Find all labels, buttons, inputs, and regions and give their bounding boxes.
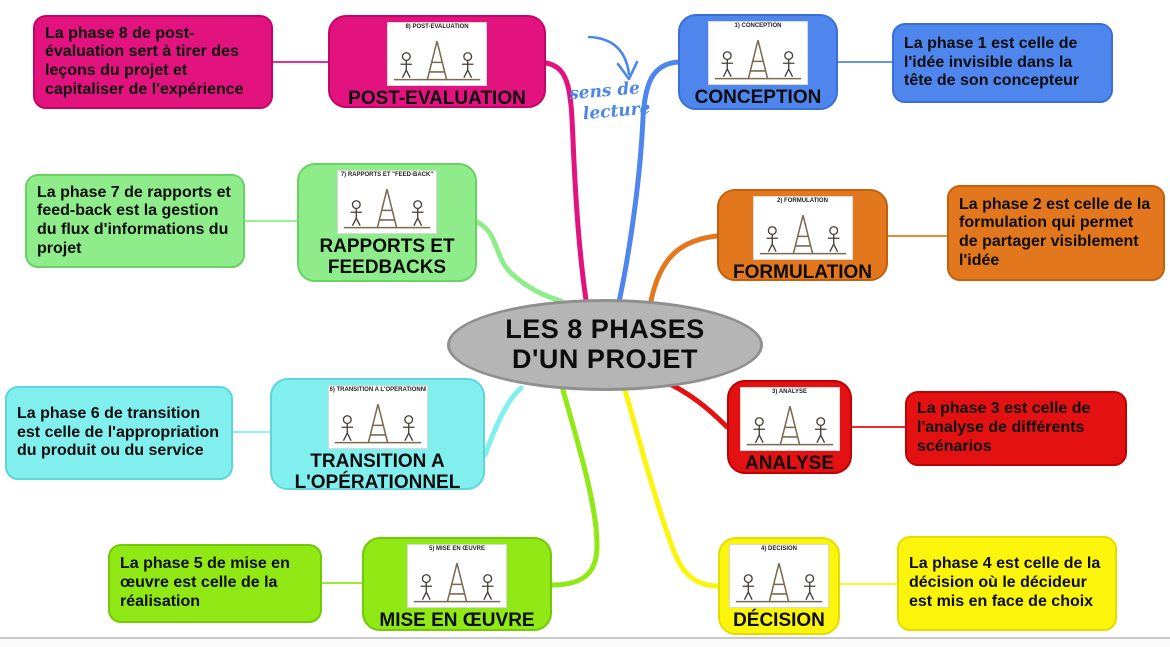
branch-rapports: [474, 219, 564, 304]
cartoon-caption: 8) POST-EVALUATION: [405, 24, 469, 30]
phase-node-conception[interactable]: 1) CONCEPTION CONCEPTION: [678, 14, 838, 110]
reading-direction-arrowhead: [616, 60, 639, 81]
branch-transition: [482, 385, 524, 458]
annotation-text: La phase 5 de mise en œuvre est celle de…: [120, 555, 290, 610]
phase-label-mise-en-oeuvre: MISE EN ŒUVRE: [379, 610, 535, 631]
phase-label-decision: DÉCISION: [733, 610, 825, 631]
phase-cartoon-conception: 1) CONCEPTION: [708, 21, 808, 85]
phase-label-analyse: ANALYSE: [744, 453, 835, 474]
phase-node-formulation[interactable]: 2) FORMULATION FORMULATION: [717, 189, 888, 283]
phase-cartoon-post-evaluation: 8) POST-EVALUATION: [387, 22, 487, 86]
cartoon-doodle: [714, 40, 802, 80]
annotation-text: La phase 7 de rapports et feed-back est …: [37, 183, 231, 257]
annotation-rapports[interactable]: La phase 7 de rapports et feed-back est …: [25, 174, 245, 268]
phase-label-post-evaluation: POST-EVALUATION: [348, 88, 526, 109]
cartoon-doodle: [735, 563, 823, 603]
cartoon-doodle: [746, 406, 833, 446]
window-bottom-strip: [0, 639, 1170, 647]
reading-direction-note: sens de lecture: [568, 76, 671, 127]
cartoon-caption: 2) FORMULATION: [777, 198, 828, 204]
cartoon-caption: 6) TRANSITION A L'OPÉRATIONNEL: [329, 387, 426, 393]
annotation-decision[interactable]: La phase 4 est celle de la décision où l…: [897, 536, 1117, 631]
annotation-conception[interactable]: La phase 1 est celle de l'idée invisible…: [892, 23, 1113, 103]
phase-cartoon-transition: 6) TRANSITION A L'OPÉRATIONNEL: [327, 385, 428, 449]
phase-node-analyse[interactable]: 3) ANALYSE ANALYSE: [727, 380, 852, 474]
reading-direction-arrow: [587, 35, 631, 76]
cartoon-caption: 4) DÉCISION: [760, 546, 797, 552]
branch-decision: [620, 380, 721, 589]
cartoon-doodle: [759, 215, 846, 255]
cartoon-doodle: [393, 41, 481, 81]
annotation-transition[interactable]: La phase 6 de transition est celle de l'…: [5, 386, 233, 480]
annotation-mise-en-oeuvre[interactable]: La phase 5 de mise en œuvre est celle de…: [108, 544, 322, 623]
phase-label-transition: TRANSITION A L'OPÉRATIONNEL: [294, 451, 461, 494]
cartoon-caption: 5) MISE EN ŒUVRE: [428, 546, 485, 552]
cartoon-doodle: [334, 404, 421, 444]
phase-cartoon-mise-en-oeuvre: 5) MISE EN ŒUVRE: [407, 544, 507, 608]
central-topic-title-line2: D'UN PROJET: [512, 344, 698, 374]
annotation-analyse[interactable]: La phase 3 est celle de l'analyse de dif…: [905, 391, 1127, 466]
annotation-text: La phase 4 est celle de la décision où l…: [909, 555, 1101, 610]
phase-node-transition[interactable]: 6) TRANSITION A L'OPÉRATIONNEL TRANSITIO…: [270, 378, 485, 493]
annotation-post-evaluation[interactable]: La phase 8 de post-évaluation sert à tir…: [33, 15, 273, 109]
cartoon-caption: 7) RAPPORTS ET "FEED-BACK": [340, 172, 434, 178]
annotation-text: La phase 3 est celle de l'analyse de dif…: [917, 400, 1091, 455]
cartoon-doodle: [413, 563, 501, 603]
phase-cartoon-decision: 4) DÉCISION: [729, 544, 829, 608]
phase-cartoon-formulation: 2) FORMULATION: [752, 196, 853, 260]
phase-node-post-evaluation[interactable]: 8) POST-EVALUATION POST-EVALUATION: [328, 15, 546, 109]
phase-cartoon-rapports: 7) RAPPORTS ET "FEED-BACK": [337, 170, 437, 234]
annotation-text: La phase 8 de post-évaluation sert à tir…: [45, 24, 244, 98]
phase-node-decision[interactable]: 4) DÉCISION DÉCISION: [718, 537, 840, 635]
branch-mise-en-oeuvre: [549, 380, 600, 588]
phase-label-formulation: FORMULATION: [733, 262, 872, 283]
cartoon-doodle: [343, 189, 431, 229]
annotation-text: La phase 2 est celle de la formulation q…: [959, 195, 1151, 269]
cartoon-caption: 1) CONCEPTION: [734, 23, 782, 29]
phase-node-mise-en-oeuvre[interactable]: 5) MISE EN ŒUVRE MISE EN ŒUVRE: [362, 537, 552, 631]
central-topic-title-line1: LES 8 PHASES: [505, 314, 705, 345]
annotation-text: La phase 1 est celle de l'idée invisible…: [904, 34, 1080, 90]
annotation-formulation[interactable]: La phase 2 est celle de la formulation q…: [947, 185, 1165, 281]
phase-node-rapports[interactable]: 7) RAPPORTS ET "FEED-BACK" RAPPORTS ET F…: [297, 163, 477, 282]
central-topic[interactable]: LES 8 PHASES D'UN PROJET: [447, 299, 763, 391]
phase-label-rapports: RAPPORTS ET FEEDBACKS: [319, 236, 455, 279]
branch-formulation: [648, 233, 720, 304]
window-bottom-divider: [0, 637, 1170, 639]
cartoon-caption: 3) ANALYSE: [772, 389, 807, 395]
phase-label-conception: CONCEPTION: [694, 87, 822, 108]
annotation-text: La phase 6 de transition est celle de l'…: [17, 404, 220, 460]
phase-cartoon-analyse: 3) ANALYSE: [739, 387, 840, 451]
